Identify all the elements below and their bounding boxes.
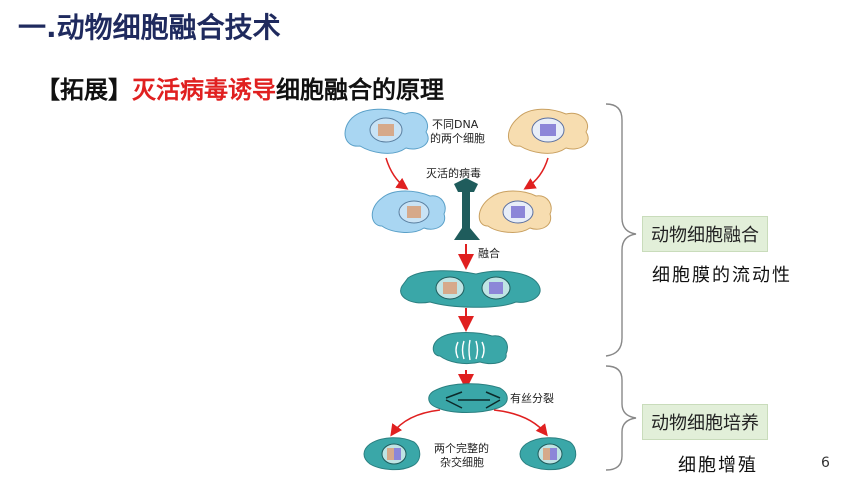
cell-blue-binding [371, 190, 446, 233]
label-different-dna-2: 的两个细胞 [430, 131, 485, 145]
daughter-cell-left [363, 437, 421, 471]
label-hybrid-2: 杂交细胞 [440, 455, 484, 469]
subtitle-rest: 细胞融合的原理 [276, 76, 444, 104]
daughter-cell-right [519, 437, 577, 471]
arrow-left-down [385, 157, 409, 190]
slide-subtitle: 【拓展】灭活病毒诱导细胞融合的原理 [36, 70, 444, 105]
arrow-right-down [523, 157, 549, 190]
cell-tan-binding [478, 190, 552, 233]
arrow-split-left [390, 409, 441, 437]
upper-annotation-box: 动物细胞融合 [642, 216, 768, 252]
label-inactivated-virus: 灭活的病毒 [426, 166, 481, 180]
arrow-split-right [493, 409, 548, 437]
subtitle-highlight: 灭活病毒诱导 [132, 76, 276, 104]
cell-blue-top [344, 108, 429, 154]
cell-tan-top [508, 108, 589, 154]
mitosis-cell [428, 383, 508, 413]
label-different-dna-1: 不同DNA [432, 118, 479, 131]
upper-annotation-note: 细胞膜的流动性 [652, 265, 792, 286]
slide-title: 一.动物细胞融合技术 [18, 11, 281, 44]
label-hybrid-1: 两个完整的 [434, 441, 489, 455]
page-number: 6 [821, 455, 830, 471]
cell-fusion-diagram: 不同DNA 的两个细胞 灭活的病毒 融合 有丝分裂 [344, 108, 589, 471]
lower-annotation-box: 动物细胞培养 [642, 404, 768, 440]
lower-annotation-note: 细胞增殖 [678, 455, 758, 476]
brace-group [605, 103, 637, 471]
label-mitosis: 有丝分裂 [510, 391, 554, 405]
label-fusion: 融合 [478, 246, 500, 260]
lower-brace [605, 365, 637, 471]
hybrid-cell [432, 332, 508, 365]
fused-cell [400, 270, 541, 308]
virus-icon [454, 178, 480, 240]
subtitle-bracket: 【拓展】 [36, 76, 132, 104]
upper-brace [605, 103, 637, 357]
